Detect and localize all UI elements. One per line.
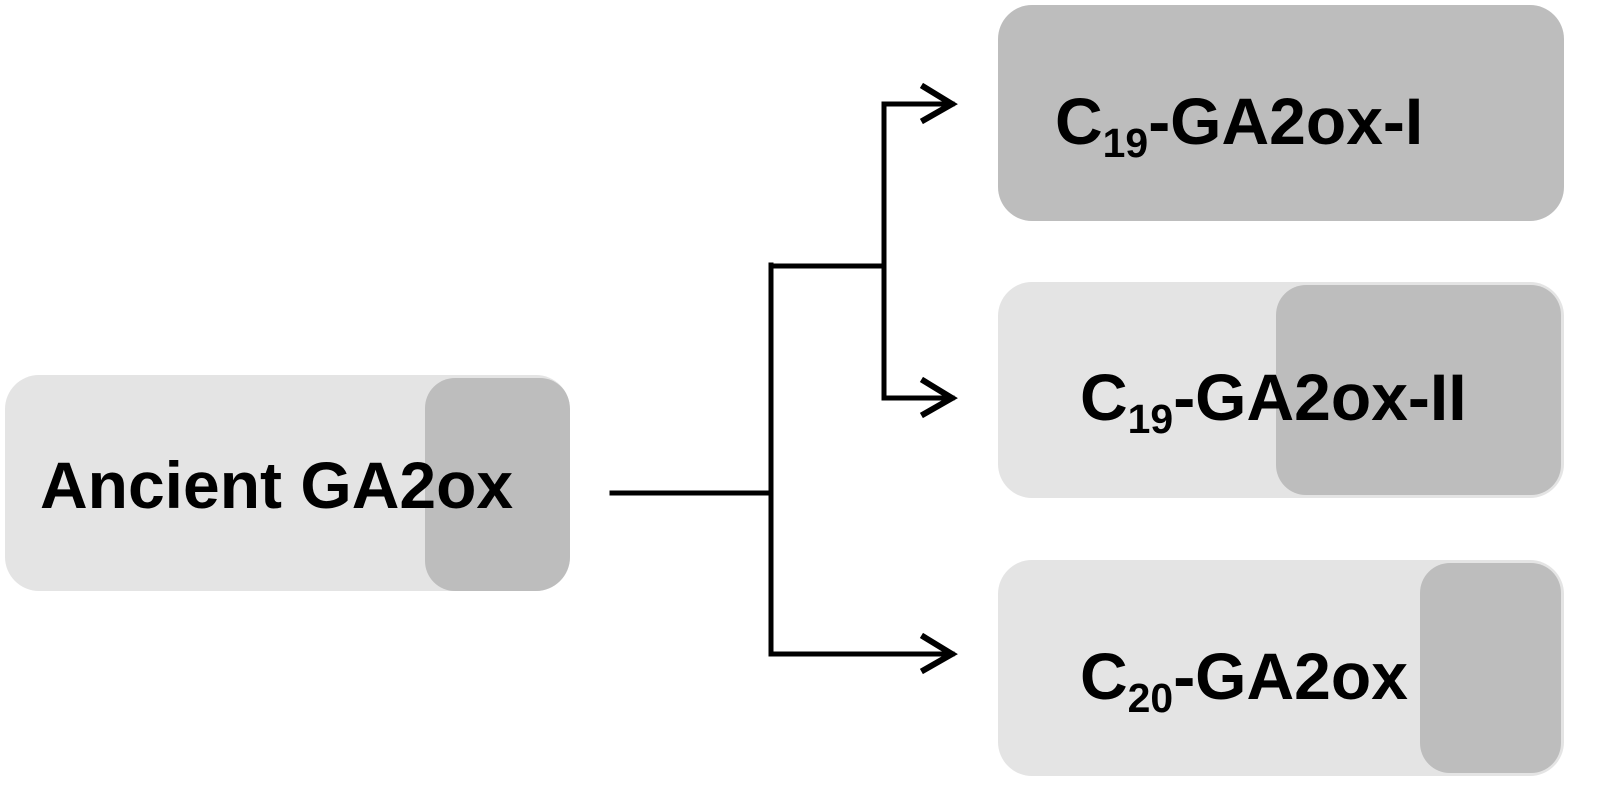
- c19-ga2ox-ii-subscript: 19: [1127, 396, 1174, 443]
- ancient-ga2ox-highlight: [425, 378, 570, 591]
- ancient-ga2ox-box: [5, 375, 570, 591]
- c19-ga2ox-ii-label: C19-GA2ox-II: [1080, 364, 1467, 440]
- c20-ga2ox-box: [998, 560, 1564, 776]
- c20-ga2ox-prefix: C: [1080, 639, 1128, 713]
- c19-ga2ox-i-prefix: C: [1055, 84, 1103, 158]
- c20-ga2ox-label: C20-GA2ox: [1080, 643, 1408, 719]
- c19-ga2ox-ii-suffix: -GA2ox-II: [1173, 360, 1467, 434]
- c19-ga2ox-ii-prefix: C: [1080, 360, 1128, 434]
- arrowhead-c19-ii-icon: [919, 376, 958, 419]
- c19-ga2ox-ii-box: [998, 282, 1564, 498]
- c19-ga2ox-i-label: C19-GA2ox-I: [1055, 88, 1423, 164]
- c20-ga2ox-highlight: [1420, 563, 1561, 773]
- ancient-ga2ox-label: Ancient GA2ox: [40, 448, 514, 522]
- c19-ga2ox-ii-highlight: [1276, 285, 1561, 495]
- arrowhead-c20-icon: [919, 632, 958, 675]
- c19-ga2ox-i-box: [998, 5, 1564, 221]
- c20-ga2ox-subscript: 20: [1127, 675, 1174, 722]
- c19-ga2ox-i-subscript: 19: [1102, 120, 1149, 167]
- c20-ga2ox-suffix: -GA2ox: [1173, 639, 1408, 713]
- c19-ga2ox-i-suffix: -GA2ox-I: [1148, 84, 1424, 158]
- arrowhead-c19-i-icon: [919, 82, 958, 125]
